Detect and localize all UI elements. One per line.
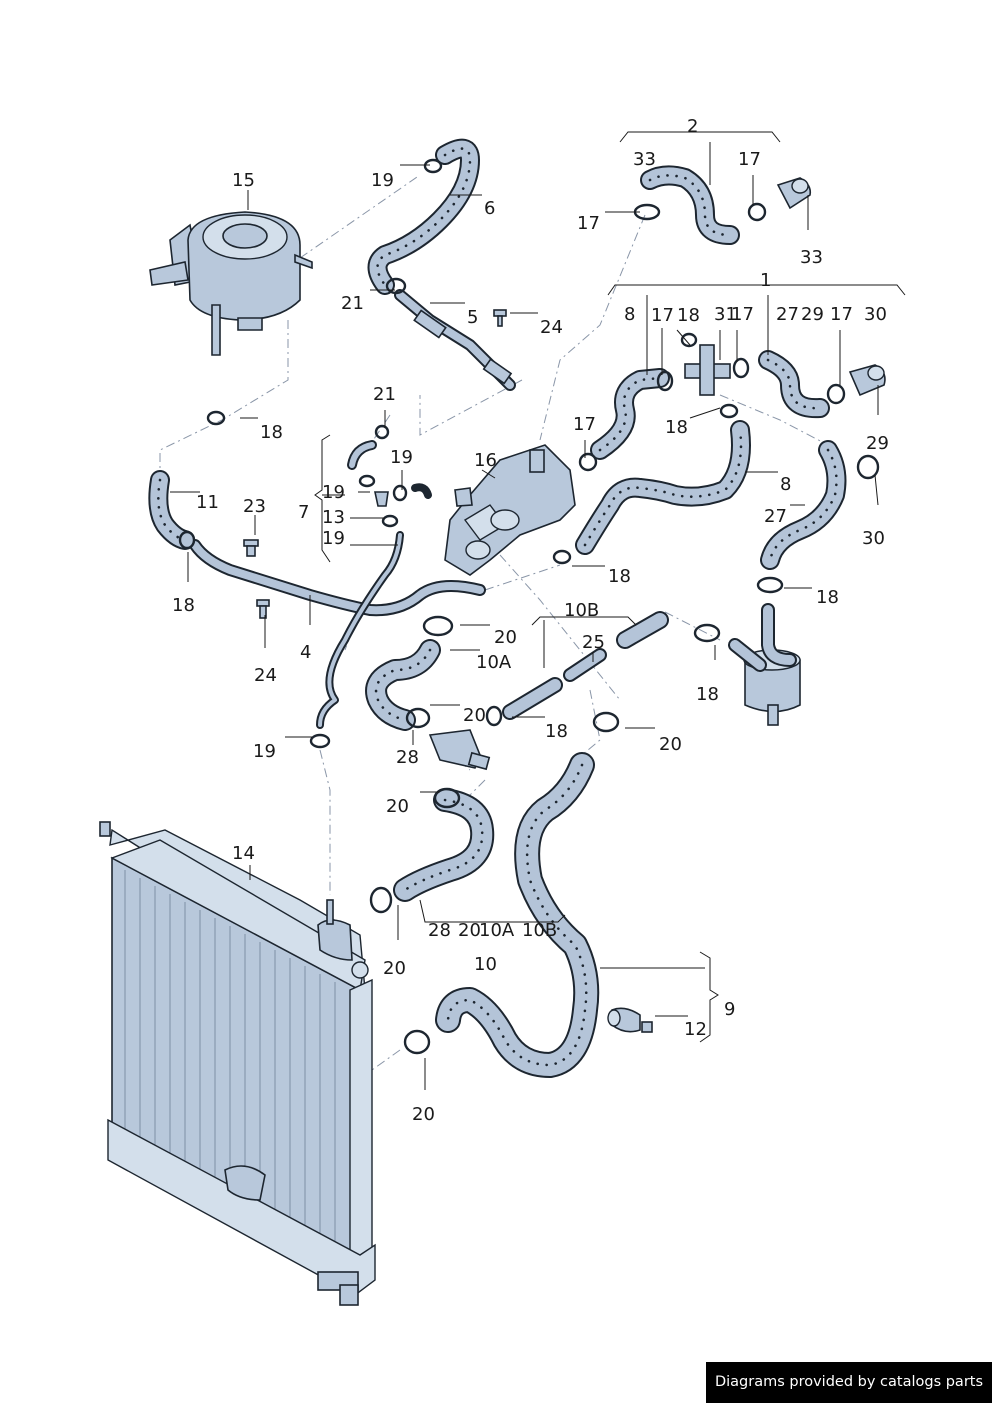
label-18: 18 <box>608 566 631 587</box>
leader-lines <box>170 131 906 1090</box>
label-30: 30 <box>862 528 885 549</box>
hose-27-upper <box>758 350 886 419</box>
label-11: 11 <box>196 492 219 513</box>
label-17: 17 <box>651 305 674 326</box>
label-31: 31 <box>714 304 737 325</box>
label-10A: 10A <box>476 652 512 673</box>
label-27: 27 <box>776 304 799 325</box>
label-17: 17 <box>577 213 600 234</box>
label-17: 17 <box>573 414 596 435</box>
label-18: 18 <box>677 305 700 326</box>
label-6: 6 <box>484 198 495 219</box>
label-18: 18 <box>816 587 839 608</box>
label-14: 14 <box>232 843 255 864</box>
hose-clamps <box>178 158 880 1055</box>
connection-lines <box>159 174 829 1076</box>
label-10A: 10A <box>479 920 515 941</box>
attribution-banner: Diagrams provided by catalogs parts <box>706 1362 992 1403</box>
connector-28-upper <box>428 729 491 771</box>
label-18: 18 <box>665 417 688 438</box>
label-23: 23 <box>243 496 266 517</box>
label-19: 19 <box>322 528 345 549</box>
label-30: 30 <box>864 304 887 325</box>
screws <box>243 309 653 1033</box>
label-19: 19 <box>322 482 345 503</box>
label-33: 33 <box>633 149 656 170</box>
label-33: 33 <box>800 247 823 268</box>
label-18: 18 <box>172 595 195 616</box>
hose-7-parts <box>316 440 432 729</box>
label-20: 20 <box>659 734 682 755</box>
label-15: 15 <box>232 170 255 191</box>
label-18: 18 <box>696 684 719 705</box>
tee-31 <box>684 344 731 396</box>
hose-8-upper <box>590 368 670 460</box>
label-20: 20 <box>386 796 409 817</box>
hose-27-lower <box>760 440 847 570</box>
label-18: 18 <box>260 422 283 443</box>
label-28: 28 <box>428 920 451 941</box>
label-17: 17 <box>731 304 754 325</box>
label-24: 24 <box>254 665 277 686</box>
label-28: 28 <box>396 747 419 768</box>
hose-9 <box>435 752 600 1078</box>
label-9: 9 <box>724 999 735 1020</box>
hose-6 <box>367 138 480 295</box>
expansion-tank <box>149 211 313 356</box>
pipe-5 <box>394 289 516 391</box>
label-29: 29 <box>866 433 889 454</box>
label-10B: 10B <box>564 600 599 621</box>
label-13: 13 <box>322 507 345 528</box>
hose-10B <box>502 611 669 720</box>
label-8: 8 <box>624 304 635 325</box>
label-19: 19 <box>253 741 276 762</box>
label-29: 29 <box>801 304 824 325</box>
label-27: 27 <box>764 506 787 527</box>
part-labels: 15 19 6 21 5 24 2 33 17 17 33 1 8 17 18 … <box>172 116 889 1125</box>
hose-10 <box>393 788 495 902</box>
label-4: 4 <box>300 642 311 663</box>
label-24: 24 <box>540 317 563 338</box>
label-20: 20 <box>494 627 517 648</box>
hose-11 <box>148 470 195 550</box>
clip-12 <box>607 1007 641 1033</box>
label-21: 21 <box>373 384 396 405</box>
label-2: 2 <box>687 116 698 137</box>
hose-2 <box>640 165 812 245</box>
label-1: 1 <box>760 270 771 291</box>
label-7: 7 <box>298 502 309 523</box>
label-16: 16 <box>474 450 497 471</box>
label-18: 18 <box>545 721 568 742</box>
pipe-4 <box>189 539 486 617</box>
label-21: 21 <box>341 293 364 314</box>
label-8: 8 <box>780 474 791 495</box>
oil-cooler <box>728 603 801 726</box>
label-12: 12 <box>684 1019 707 1040</box>
label-20: 20 <box>383 958 406 979</box>
label-10B: 10B <box>522 920 557 941</box>
hose-10A <box>365 639 441 731</box>
radiator <box>99 821 376 1306</box>
thermostat-housing <box>444 444 576 576</box>
label-5: 5 <box>467 307 478 328</box>
label-17: 17 <box>738 149 761 170</box>
label-19: 19 <box>390 447 413 468</box>
label-20: 20 <box>458 920 481 941</box>
label-10: 10 <box>474 954 497 975</box>
label-20: 20 <box>412 1104 435 1125</box>
hose-8-lower <box>575 420 751 555</box>
label-25: 25 <box>582 632 605 653</box>
label-20: 20 <box>463 705 486 726</box>
label-17: 17 <box>830 304 853 325</box>
label-19: 19 <box>371 170 394 191</box>
